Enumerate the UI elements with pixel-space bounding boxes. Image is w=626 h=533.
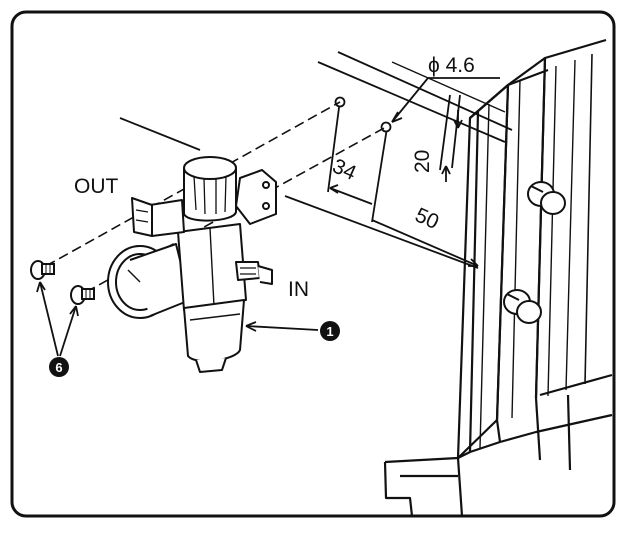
dimension-50-label: 50 bbox=[412, 204, 443, 235]
mounting-screw-right bbox=[70, 285, 95, 305]
filter-regulator bbox=[107, 156, 277, 373]
screw-callout-badge: 6 bbox=[49, 357, 69, 377]
dimension-lines bbox=[119, 51, 513, 269]
regulator-callout-leader bbox=[245, 321, 319, 332]
out-port-label: OUT bbox=[74, 175, 119, 198]
machine-frame bbox=[383, 38, 613, 517]
screw-callout-number: 6 bbox=[55, 360, 62, 375]
screw-callout-leaders bbox=[36, 281, 79, 357]
mounting-screw-left bbox=[30, 260, 55, 280]
regulator-callout-badge: 1 bbox=[320, 321, 340, 341]
regulator-callout-number: 1 bbox=[326, 324, 333, 339]
dimension-20-label: 20 bbox=[411, 150, 434, 173]
hole-diameter-label: ϕ 4.6 bbox=[428, 54, 475, 77]
frame-bolt-upper bbox=[527, 181, 566, 215]
in-port-label: IN bbox=[288, 278, 309, 301]
mounting-hole-lower bbox=[380, 121, 392, 133]
dimension-34-label: 34 bbox=[329, 155, 360, 186]
frame-bolt-lower bbox=[503, 289, 542, 324]
figure-border bbox=[10, 10, 616, 518]
